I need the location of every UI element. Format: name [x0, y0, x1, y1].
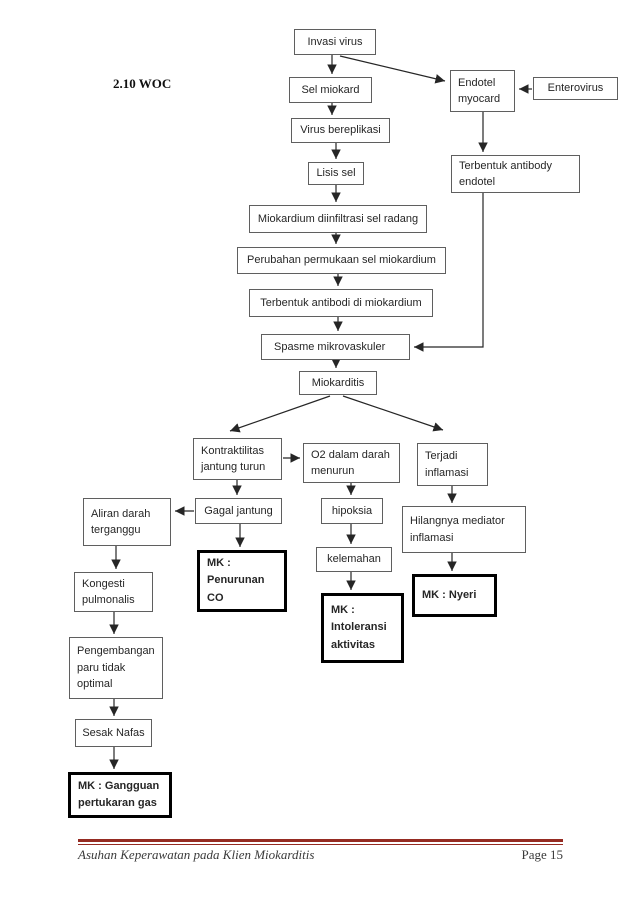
arrow-miokarditis-to-kontraktilitas — [229, 395, 331, 433]
node-terjadi-inflamasi: Terjadi inflamasi — [417, 443, 488, 486]
arrow-antibody-endotel-to-spasme — [414, 193, 484, 352]
node-sesak-nafas: Sesak Nafas — [75, 719, 152, 747]
node-lisis-sel: Lisis sel — [308, 162, 364, 185]
node-virus-bereplikasi: Virus bereplikasi — [291, 118, 390, 143]
node-spasme-mikrovaskuler: Spasme mikrovaskuler — [261, 334, 410, 360]
node-kontraktilitas-jantung-turun: Kontraktilitas jantung turun — [193, 438, 282, 480]
node-kongesti-pulmonalis: Kongesti pulmonalis — [74, 572, 153, 612]
footer-page-number: Page 15 — [521, 847, 563, 862]
node-mk-intoleransi-aktivitas: MK : Intoleransi aktivitas — [321, 593, 404, 663]
node-miokarditis: Miokarditis — [299, 371, 377, 395]
footer-document-title: Asuhan Keperawatan pada Klien Miokarditi… — [78, 847, 315, 862]
node-endotel-myocard: Endotel myocard — [450, 70, 515, 112]
node-hipoksia: hipoksia — [321, 498, 383, 524]
node-mk-gangguan-pertukaran-gas: MK : Gangguan pertukaran gas — [68, 772, 172, 818]
node-perubahan-permukaan: Perubahan permukaan sel miokardium — [237, 247, 446, 274]
node-aliran-darah-terganggu: Aliran darah terganggu — [83, 498, 171, 546]
node-kelemahan: kelemahan — [316, 547, 392, 572]
node-mk-penurunan-co: MK : Penurunan CO — [197, 550, 287, 612]
node-gagal-jantung: Gagal jantung — [195, 498, 282, 524]
arrow-invasi-to-endotel — [339, 55, 446, 84]
footer-rule-thick — [78, 839, 563, 842]
node-o2-dalam-darah-menurun: O2 dalam darah menurun — [303, 443, 400, 483]
node-miokardium-diinfiltrasi: Miokardium diinfiltrasi sel radang — [249, 205, 427, 233]
node-invasi-virus: Invasi virus — [294, 29, 376, 55]
node-pengembangan-paru: Pengembangan paru tidak optimal — [69, 637, 163, 699]
node-terbentuk-antibody-endotel: Terbentuk antibody endotel — [451, 155, 580, 193]
section-heading: 2.10 WOC — [113, 76, 172, 91]
node-hilangnya-mediator-inflamasi: Hilangnya mediator inflamasi — [402, 506, 526, 553]
node-terbentuk-antibodi-miokardium: Terbentuk antibodi di miokardium — [249, 289, 433, 317]
node-mk-nyeri: MK : Nyeri — [412, 574, 497, 617]
node-sel-miokard: Sel miokard — [289, 77, 372, 103]
node-enterovirus: Enterovirus — [533, 77, 618, 100]
arrow-miokarditis-to-inflamasi — [342, 395, 444, 432]
footer-rule-thin — [78, 844, 563, 845]
